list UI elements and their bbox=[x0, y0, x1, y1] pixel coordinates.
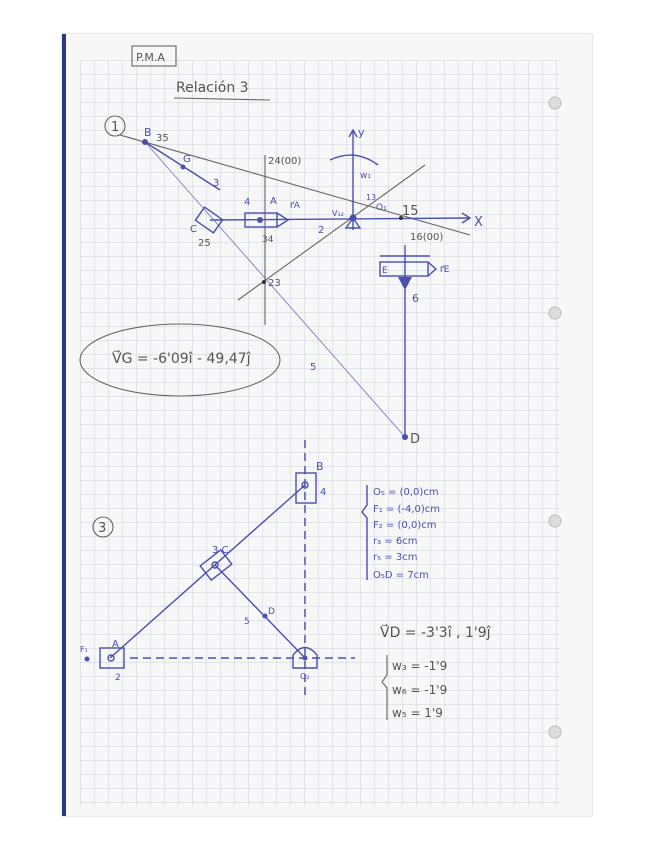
svg-text:1: 1 bbox=[111, 120, 119, 135]
svg-text:24(00): 24(00) bbox=[268, 156, 301, 167]
omega-list: w₃ = -1'9 w₆ = -1'9 w₅ = 1'9 bbox=[392, 659, 447, 720]
svg-text:V₁₂: V₁₂ bbox=[332, 209, 344, 218]
grid-area bbox=[80, 60, 560, 805]
svg-text:B: B bbox=[316, 460, 324, 473]
svg-text:C: C bbox=[190, 224, 197, 235]
svg-text:4: 4 bbox=[244, 197, 250, 208]
svg-text:13: 13 bbox=[366, 193, 376, 202]
svg-text:2: 2 bbox=[115, 673, 121, 683]
page-binding-edge bbox=[62, 34, 66, 816]
velocity-d-result: V⃗D = -3'3î , 1'9ĵ bbox=[380, 623, 492, 641]
svg-text:w₁: w₁ bbox=[360, 171, 371, 181]
svg-text:3 C: 3 C bbox=[212, 545, 229, 556]
svg-text:G: G bbox=[183, 154, 191, 165]
svg-text:O₂: O₂ bbox=[300, 672, 310, 681]
svg-text:F₂ = (0,0)cm: F₂ = (0,0)cm bbox=[373, 520, 436, 531]
svg-text:34: 34 bbox=[262, 235, 274, 245]
svg-text:A: A bbox=[112, 639, 119, 650]
page-title: Relación 3 bbox=[176, 80, 249, 96]
tag-box bbox=[131, 45, 177, 67]
svg-text:B: B bbox=[144, 126, 152, 139]
svg-text:25: 25 bbox=[198, 238, 211, 249]
svg-text:y: y bbox=[358, 126, 365, 139]
svg-text:2: 2 bbox=[318, 225, 324, 236]
svg-text:4: 4 bbox=[320, 487, 326, 498]
svg-text:D: D bbox=[410, 432, 420, 447]
velocity-g-result: V⃗G = -6'09î - 49,47ĵ bbox=[112, 349, 252, 367]
header-tag: P.M.A bbox=[136, 51, 165, 64]
givens-brace bbox=[361, 485, 368, 580]
svg-text:w₃ = -1'9: w₃ = -1'9 bbox=[392, 659, 447, 673]
svg-text:D: D bbox=[268, 607, 275, 617]
svg-text:r⃗A: r⃗A bbox=[290, 201, 301, 211]
problem-3-diagram: 3 A F₁ 2 3 C B 4 5 D O₂ bbox=[80, 440, 355, 700]
svg-text:r₅ = 3cm: r₅ = 3cm bbox=[373, 552, 417, 563]
svg-text:E: E bbox=[382, 266, 388, 276]
svg-text:23: 23 bbox=[268, 278, 281, 289]
svg-text:O₁: O₁ bbox=[376, 203, 387, 213]
svg-text:3: 3 bbox=[98, 521, 106, 536]
svg-text:r₃ = 6cm: r₃ = 6cm bbox=[373, 536, 417, 547]
omega-brace bbox=[381, 655, 388, 720]
svg-text:X: X bbox=[474, 215, 483, 230]
svg-text:5: 5 bbox=[310, 362, 316, 373]
svg-text:F₁: F₁ bbox=[80, 645, 88, 654]
svg-text:3: 3 bbox=[213, 178, 219, 189]
svg-text:5: 5 bbox=[244, 617, 250, 627]
svg-text:15: 15 bbox=[402, 204, 419, 219]
svg-text:F₁ = (-4,0)cm: F₁ = (-4,0)cm bbox=[373, 504, 440, 515]
binder-holes bbox=[548, 96, 562, 739]
svg-text:O₅D = 7cm: O₅D = 7cm bbox=[373, 570, 429, 581]
result-highlight-loop bbox=[79, 323, 281, 397]
title-underline bbox=[173, 97, 271, 101]
svg-text:A: A bbox=[270, 196, 277, 207]
svg-text:6: 6 bbox=[412, 292, 419, 305]
givens-list: O₅ = (0,0)cm F₁ = (-4,0)cm F₂ = (0,0)cm … bbox=[373, 487, 440, 581]
svg-text:35: 35 bbox=[156, 133, 169, 144]
svg-text:16(00): 16(00) bbox=[410, 232, 443, 243]
problem-1-diagram: 1 B 35 G 3 24(00) 4 A r⃗A 34 C bbox=[104, 115, 483, 447]
svg-text:w₆ = -1'9: w₆ = -1'9 bbox=[392, 683, 447, 697]
svg-text:r⃗E: r⃗E bbox=[440, 265, 450, 275]
svg-text:w₅ = 1'9: w₅ = 1'9 bbox=[392, 706, 443, 720]
svg-text:O₅ = (0,0)cm: O₅ = (0,0)cm bbox=[373, 487, 439, 498]
